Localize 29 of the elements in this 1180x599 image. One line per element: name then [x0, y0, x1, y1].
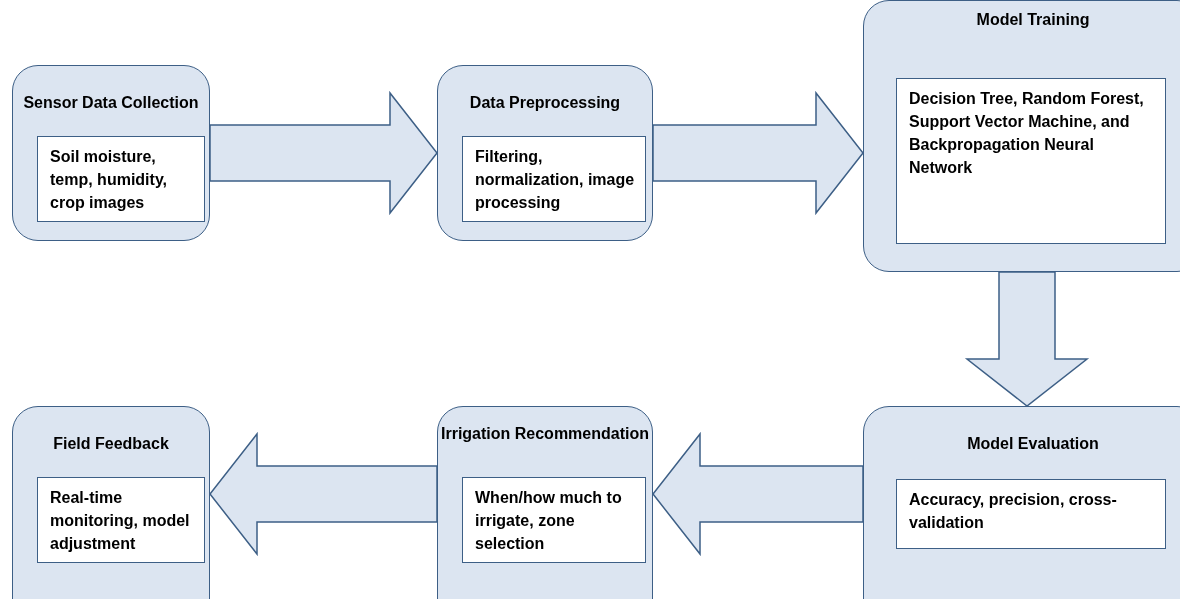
- detail-panel: [896, 479, 1166, 549]
- block-arrow: [964, 271, 1090, 407]
- block-arrow: [652, 90, 864, 216]
- process-box: [12, 65, 210, 241]
- detail-text: Filtering, normalization, image processing: [475, 147, 636, 213]
- step-title: Data Preprocessing: [468, 93, 622, 112]
- detail-panel: [37, 477, 205, 563]
- detail-panel: [462, 136, 646, 222]
- block-arrow: [652, 431, 864, 557]
- detail-panel: [462, 477, 646, 563]
- process-box: [437, 65, 653, 241]
- process-box: [12, 406, 210, 599]
- detail-text: Soil moisture, temp, humidity, crop images: [50, 147, 169, 213]
- step-title: Field Feedback: [52, 434, 170, 453]
- process-box: [437, 406, 653, 599]
- process-box: [863, 0, 1180, 272]
- detail-text: Decision Tree, Random Forest, Support Vector Machine, and Backpropagation Neural Network: [909, 89, 1145, 178]
- detail-text: Accuracy, precision, cross-validation: [909, 490, 1118, 533]
- step-title: Sensor Data Collection: [22, 93, 200, 112]
- step-title: Irrigation Recommendation: [440, 424, 650, 443]
- block-arrow: [209, 431, 438, 557]
- step-title: Model Evaluation: [966, 434, 1100, 453]
- detail-text: Real-time monitoring, model adjustment: [50, 488, 191, 554]
- step-title: Model Training: [975, 10, 1091, 29]
- detail-text: When/how much to irrigate, zone selection: [475, 488, 623, 554]
- detail-panel: [37, 136, 205, 222]
- block-arrow: [209, 90, 438, 216]
- detail-panel: [896, 78, 1166, 244]
- process-box: [863, 406, 1180, 599]
